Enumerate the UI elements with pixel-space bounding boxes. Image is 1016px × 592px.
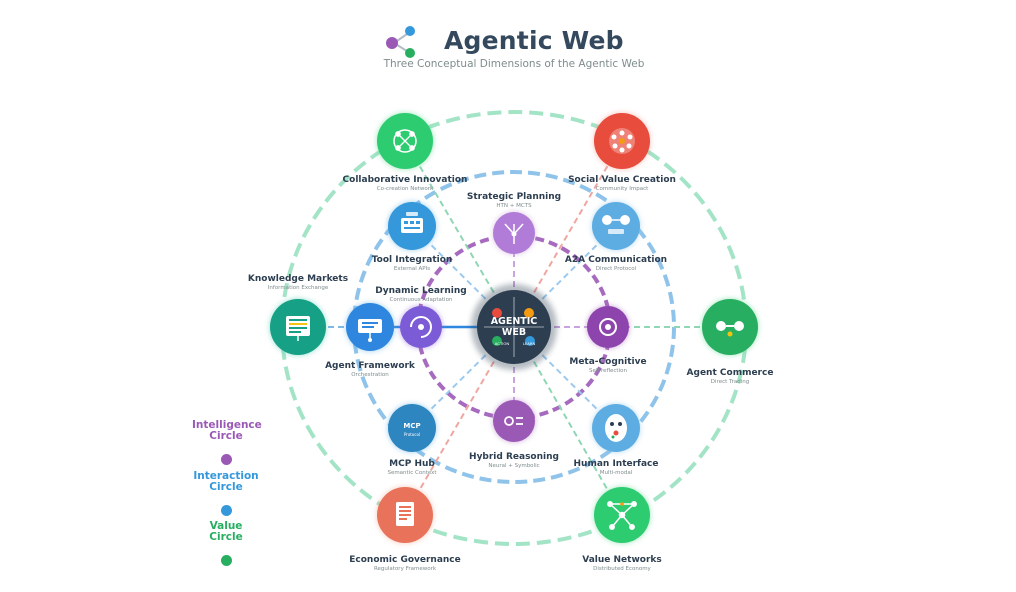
strategic-planning-title: Strategic Planning [467, 192, 561, 202]
mcp-badge-line2: Protocol [404, 432, 420, 437]
a2a-communication-subtitle: Direct Protocol [596, 266, 637, 272]
strategic-planning-subtitle: HTN + MCTS [496, 203, 532, 209]
legend-value: Value Circle [192, 521, 260, 566]
legend-value-dot [220, 555, 232, 566]
node-collaborative-innovation[interactable] [377, 113, 433, 169]
node-dynamic-learning[interactable] [400, 306, 442, 348]
link-economic [404, 326, 515, 516]
page-title: Agentic Web [444, 26, 624, 55]
legend-interaction-line1: Interaction [193, 470, 259, 482]
value-network-icon [607, 501, 637, 530]
toolbox-icon [401, 212, 423, 233]
agent-framework-subtitle: Orchestration [351, 372, 389, 378]
logo-icon [386, 26, 415, 58]
value-networks-subtitle: Distributed Economy [593, 566, 651, 572]
social-value-creation-title: Social Value Creation [568, 175, 676, 185]
economic-governance-title: Economic Governance [349, 555, 461, 565]
node-meta-cognitive[interactable] [587, 306, 629, 348]
framework-icon [358, 319, 382, 342]
knowledge-markets-subtitle: Information Exchange [268, 285, 329, 291]
center-action-label: ACTION [495, 341, 510, 346]
tool-integration-title: Tool Integration [372, 255, 453, 265]
node-strategic-planning[interactable] [493, 212, 535, 254]
agent-to-agent-icon [602, 215, 630, 234]
mcp-hub-title: MCP Hub [389, 459, 435, 469]
page-subtitle: Three Conceptual Dimensions of the Agent… [383, 58, 645, 70]
trading-icon [716, 321, 744, 337]
node-value-networks[interactable] [594, 487, 650, 543]
center-line1: AGENTIC [491, 316, 538, 327]
legend-interaction-line2: Circle [209, 481, 243, 493]
hybrid-reasoning-subtitle: Neural + Symbolic [488, 463, 539, 469]
value-networks-title: Value Networks [582, 555, 662, 565]
target-icon [599, 318, 617, 336]
branch-icon [504, 223, 524, 244]
mcp-protocol-icon: MCP Protocol [403, 422, 420, 437]
network-icon [393, 129, 417, 153]
legend-intelligence: Intelligence Circle [192, 419, 262, 465]
hybrid-reasoning-title: Hybrid Reasoning [469, 452, 559, 462]
collaborative-innovation-subtitle: Co-creation Network [377, 186, 434, 192]
mcp-badge-line1: MCP [403, 422, 420, 430]
dynamic-learning-title: Dynamic Learning [375, 286, 466, 296]
node-hybrid-reasoning[interactable] [493, 400, 535, 442]
dynamic-learning-subtitle: Continuous Adaptation [390, 297, 453, 303]
learning-cycle-icon [410, 316, 432, 338]
legend-intelligence-line2: Circle [209, 430, 243, 442]
node-agent-commerce[interactable] [702, 299, 758, 355]
economic-governance-subtitle: Regulatory Framework [374, 566, 437, 572]
legend-intelligence-dot [220, 454, 232, 465]
mcp-hub-subtitle: Semantic Context [387, 470, 437, 476]
node-social-value-creation[interactable] [594, 113, 650, 169]
meta-cognitive-subtitle: Self-reflection [589, 368, 627, 374]
document-icon [396, 502, 414, 526]
human-interface-title: Human Interface [574, 459, 659, 469]
neural-symbolic-icon [504, 416, 523, 426]
node-mcp-hub[interactable]: MCP Protocol [388, 404, 436, 452]
collaborative-innovation-title: Collaborative Innovation [343, 175, 468, 185]
agent-commerce-title: Agent Commerce [687, 368, 774, 378]
center-line2: WEB [502, 327, 526, 338]
node-economic-governance[interactable] [377, 487, 433, 543]
center-hub: AGENTIC WEB ACTION LEARN [471, 284, 557, 370]
a2a-communication-title: A2A Communication [565, 255, 667, 265]
agent-framework-title: Agent Framework [325, 361, 416, 371]
node-tool-integration[interactable] [388, 202, 436, 250]
link-value-networks [513, 326, 623, 516]
meta-cognitive-title: Meta-Cognitive [569, 357, 646, 367]
legend-value-line2: Circle [209, 531, 243, 543]
face-icon [605, 414, 627, 442]
tool-integration-subtitle: External APIs [394, 266, 430, 272]
social-value-creation-subtitle: Community Impact [596, 186, 649, 192]
legend-interaction-dot [220, 505, 232, 516]
market-board-icon [286, 316, 310, 341]
knowledge-markets-title: Knowledge Markets [248, 274, 348, 284]
node-a2a-communication[interactable] [592, 202, 640, 250]
legend-interaction: Interaction Circle [192, 471, 260, 516]
legend-intelligence-line1: Intelligence [192, 419, 262, 431]
community-icon [609, 128, 635, 154]
agent-commerce-subtitle: Direct Trading [711, 379, 749, 385]
center-learn-label: LEARN [523, 341, 536, 346]
node-knowledge-markets[interactable] [270, 299, 326, 355]
node-human-interface[interactable] [592, 404, 640, 452]
legend-value-line1: Value [209, 520, 243, 532]
node-agent-framework[interactable] [346, 303, 394, 351]
human-interface-subtitle: Multi-modal [600, 470, 633, 476]
